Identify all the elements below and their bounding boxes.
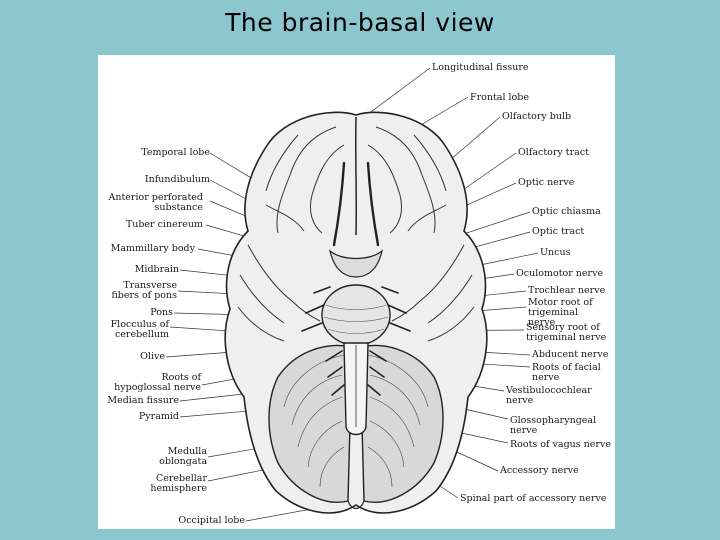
cranial-nerve-roots [301, 286, 411, 396]
label-cerebellar-hemisphere: Cerebellar hemisphere [150, 473, 207, 494]
optic-chiasma-shape [329, 249, 383, 278]
label-glossopharyngeal-nerve: Glossopharyngeal nerve [510, 415, 597, 436]
label-optic-nerve: Optic nerve [518, 177, 575, 188]
label-frontal-lobe: Frontal lobe [470, 92, 529, 103]
label-anterior-perforated-substance: Anterior perforated substance [108, 192, 204, 213]
label-longitudinal-fissure: Longitudinal fissure [432, 62, 529, 73]
label-uncus: Uncus [540, 247, 571, 258]
label-pyramid: Pyramid [138, 411, 179, 422]
label-oculomotor-nerve: Oculomotor nerve [516, 268, 604, 279]
label-trochlear-nerve: Trochlear nerve [528, 285, 606, 296]
label-accessory-nerve: Accessory nerve [500, 465, 579, 476]
label-optic-tract: Optic tract [532, 226, 585, 237]
label-flocculus-of-cerebellum: Flocculus of cerebellum [110, 319, 169, 340]
label-infundibulum: Infundibulum [144, 174, 210, 185]
label-olive: Olive [140, 351, 165, 362]
label-vestibulocochlear-nerve: Vestibulocochlear nerve [506, 385, 592, 406]
label-olfactory-tract: Olfactory tract [518, 147, 589, 158]
label-mammillary-body: Mammillary body [110, 243, 195, 254]
label-medulla-oblongata: Medulla oblongata [159, 446, 207, 467]
cerebellar-hemisphere-right [359, 344, 444, 503]
label-sensory-root-of-trigeminal-nerve: Sensory root of trigeminal nerve [526, 322, 607, 343]
label-motor-root-of-trigeminal-nerve: Motor root of trigeminal nerve [528, 297, 593, 328]
gyri-lines [237, 126, 475, 342]
label-olfactory-bulb: Olfactory bulb [502, 111, 572, 122]
cerebellar-folia [283, 354, 429, 488]
pons-shape [321, 284, 391, 346]
label-optic-chiasma: Optic chiasma [532, 206, 601, 217]
olfactory-tracts [332, 161, 380, 247]
label-roots-of-facial-nerve: Roots of facial nerve [532, 362, 601, 383]
cerebellar-hemisphere-left [268, 344, 353, 503]
label-transverse-fibers-of-pons: Transverse fibers of pons [111, 280, 177, 301]
label-roots-of-vagus-nerve: Roots of vagus nerve [510, 439, 611, 450]
label-pons: Pons [150, 307, 173, 318]
label-spinal-part-of-accessory-nerve: Spinal part of accessory nerve [460, 493, 607, 504]
label-roots-of-hypoglossal-nerve: Roots of hypoglossal nerve [114, 372, 201, 393]
label-abducent-nerve: Abducent nerve [532, 349, 609, 360]
brain-basal-view-figure: Temporal lobe Infundibulum Anterior perf… [98, 55, 615, 529]
label-median-fissure: Median fissure [107, 395, 179, 406]
label-temporal-lobe: Temporal lobe [141, 147, 210, 158]
brain-illustration [165, 67, 539, 522]
label-tuber-cinereum: Tuber cinereum [125, 219, 203, 230]
label-midbrain: Midbrain [134, 264, 179, 275]
label-occipital-lobe: Occipital lobe [178, 515, 245, 526]
slide-title: The brain-basal view [225, 8, 495, 37]
